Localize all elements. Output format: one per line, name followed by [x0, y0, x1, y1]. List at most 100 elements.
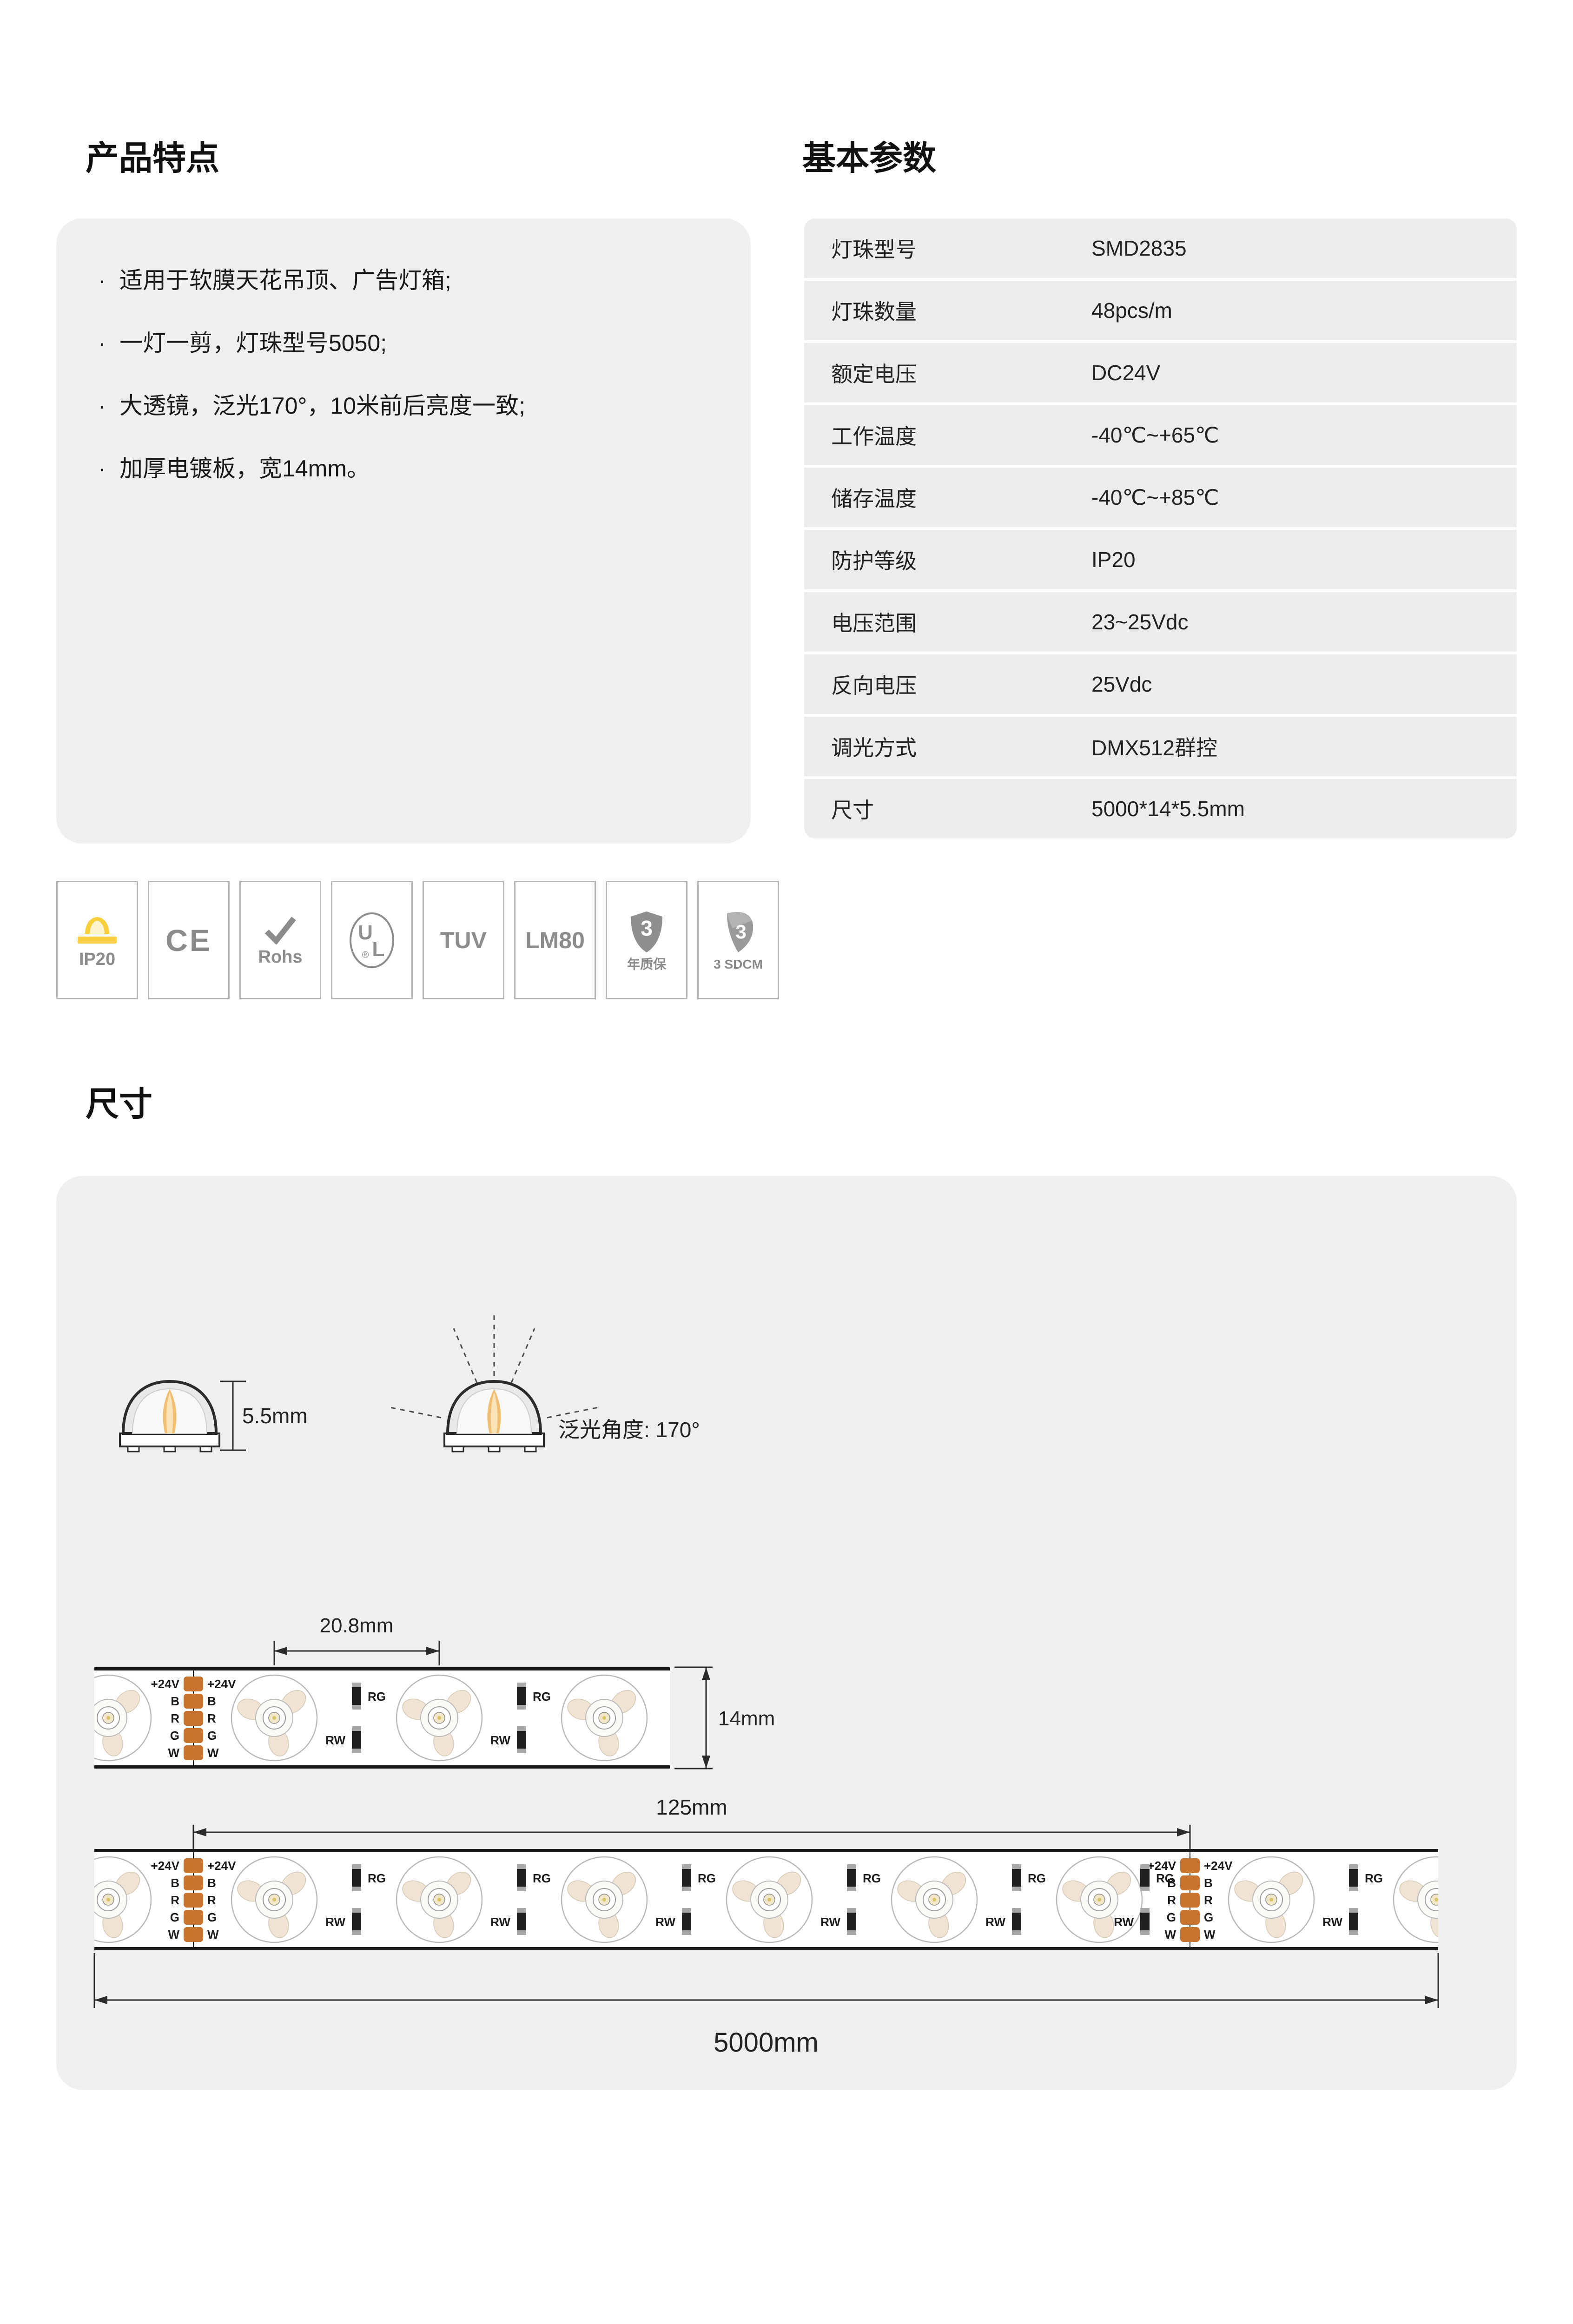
- cert-ce: CE: [148, 881, 230, 999]
- cert-rohs-label: Rohs: [258, 947, 303, 967]
- svg-text:+24V: +24V: [151, 1677, 180, 1691]
- param-value: -40℃~+65℃: [1091, 423, 1219, 447]
- cert-sdcm-label: 3 SDCM: [714, 957, 763, 971]
- cert-tuv-label: TUV: [440, 927, 487, 953]
- svg-text:B: B: [1167, 1876, 1176, 1890]
- param-value: 25Vdc: [1091, 672, 1152, 696]
- svg-text:3: 3: [735, 921, 746, 943]
- svg-text:+24V: +24V: [1204, 1859, 1233, 1873]
- sdcm-badge-icon: 3: [727, 911, 753, 952]
- lens-beam: [444, 1381, 544, 1452]
- svg-text:®: ®: [362, 950, 369, 960]
- shield-icon: 3: [631, 911, 662, 952]
- svg-text:W: W: [1164, 1928, 1176, 1941]
- param-value: 5000*14*5.5mm: [1091, 797, 1245, 821]
- reel-length-label: 5000mm: [714, 2027, 819, 2058]
- cert-tuv: TUV: [423, 881, 504, 999]
- cert-sdcm: 3 3 SDCM: [697, 881, 779, 999]
- svg-text:+24V: +24V: [1148, 1859, 1176, 1873]
- param-label: 灯珠数量: [831, 300, 917, 324]
- features-list: ·适用于软膜天花吊顶、广告灯箱;·一灯一剪，灯珠型号5050;·大透镜，泛光17…: [98, 269, 723, 520]
- led-strip-icon: [78, 917, 117, 944]
- lens-height-dimension: [220, 1380, 246, 1451]
- cert-lm80-label: LM80: [525, 927, 585, 953]
- param-row: 储存温度 -40℃~+85℃: [804, 468, 1517, 527]
- feature-item: ·大透镜，泛光170°，10米前后亮度一致;: [98, 393, 525, 419]
- cert-lm80: LM80: [514, 881, 596, 999]
- param-label: 额定电压: [831, 362, 917, 386]
- param-row: 反向电压 25Vdc: [804, 654, 1517, 714]
- features-card: ·适用于软膜天花吊顶、广告灯箱;·一灯一剪，灯珠型号5050;·大透镜，泛光17…: [56, 218, 751, 844]
- param-row: 额定电压 DC24V: [804, 343, 1517, 403]
- svg-text:RG: RG: [368, 1690, 386, 1703]
- param-value: SMD2835: [1091, 236, 1187, 260]
- param-label: 工作温度: [831, 424, 917, 449]
- param-label: 灯珠型号: [831, 238, 917, 262]
- param-value: DC24V: [1091, 361, 1161, 385]
- cut-unit-label: 125mm: [656, 1795, 727, 1819]
- svg-text:RW: RW: [985, 1915, 1005, 1929]
- svg-text:U: U: [358, 921, 373, 944]
- svg-text:RG: RG: [1028, 1871, 1046, 1885]
- cert-rohs: Rohs: [239, 881, 321, 999]
- svg-text:B: B: [171, 1876, 179, 1890]
- param-row: 尺寸 5000*14*5.5mm: [804, 779, 1517, 838]
- svg-text:G: G: [170, 1910, 179, 1924]
- cert-ip20-label: IP20: [79, 949, 116, 969]
- param-label: 防护等级: [831, 549, 917, 573]
- svg-text:RW: RW: [820, 1915, 840, 1929]
- cert-badge-row: IP20 CE Rohs U L ® TUV LM80: [56, 881, 779, 999]
- svg-text:B: B: [171, 1694, 179, 1708]
- svg-text:R: R: [171, 1893, 179, 1907]
- svg-text:RG: RG: [1365, 1871, 1383, 1885]
- param-label: 尺寸: [831, 798, 874, 822]
- param-value: 48pcs/m: [1091, 298, 1172, 323]
- svg-text:W: W: [168, 1928, 179, 1941]
- param-value: 23~25Vdc: [1091, 610, 1189, 634]
- checkmark-icon: [264, 916, 296, 944]
- svg-text:RW: RW: [1114, 1915, 1134, 1929]
- param-label: 储存温度: [831, 487, 917, 511]
- param-label: 反向电压: [831, 673, 917, 698]
- params-title: 基本参数: [802, 140, 937, 177]
- svg-text:W: W: [207, 1928, 219, 1941]
- cert-warranty-label: 年质保: [627, 957, 666, 971]
- svg-text:G: G: [1167, 1910, 1176, 1924]
- svg-text:R: R: [171, 1711, 179, 1725]
- svg-text:RW: RW: [490, 1915, 510, 1929]
- param-label: 调光方式: [831, 736, 917, 760]
- svg-text:B: B: [1204, 1876, 1213, 1890]
- svg-text:RW: RW: [1322, 1915, 1342, 1929]
- svg-text:RG: RG: [1156, 1871, 1174, 1885]
- cert-ce-label: CE: [165, 923, 212, 957]
- svg-text:RW: RW: [655, 1915, 675, 1929]
- dimensions-title: 尺寸: [86, 1086, 153, 1123]
- svg-text:RG: RG: [368, 1871, 386, 1885]
- svg-text:G: G: [207, 1910, 217, 1924]
- svg-text:+24V: +24V: [151, 1859, 180, 1873]
- cert-warranty: 3 年质保: [606, 881, 687, 999]
- svg-text:+24V: +24V: [207, 1859, 236, 1873]
- svg-text:W: W: [1204, 1928, 1216, 1941]
- features-title: 产品特点: [86, 140, 220, 177]
- feature-item: ·适用于软膜天花吊顶、广告灯箱;: [98, 267, 451, 293]
- feature-item: ·加厚电镀板，宽14mm。: [98, 456, 370, 482]
- cert-ul: U L ®: [331, 881, 413, 999]
- param-value: -40℃~+85℃: [1091, 485, 1219, 509]
- width-label: 14mm: [718, 1707, 775, 1730]
- svg-text:G: G: [207, 1729, 217, 1743]
- param-row: 工作温度 -40℃~+65℃: [804, 405, 1517, 465]
- svg-text:RG: RG: [533, 1871, 551, 1885]
- ul-mark-icon: U L ®: [350, 912, 394, 968]
- svg-text:W: W: [168, 1746, 179, 1760]
- pitch-label: 20.8mm: [320, 1614, 394, 1637]
- svg-text:RG: RG: [698, 1871, 716, 1885]
